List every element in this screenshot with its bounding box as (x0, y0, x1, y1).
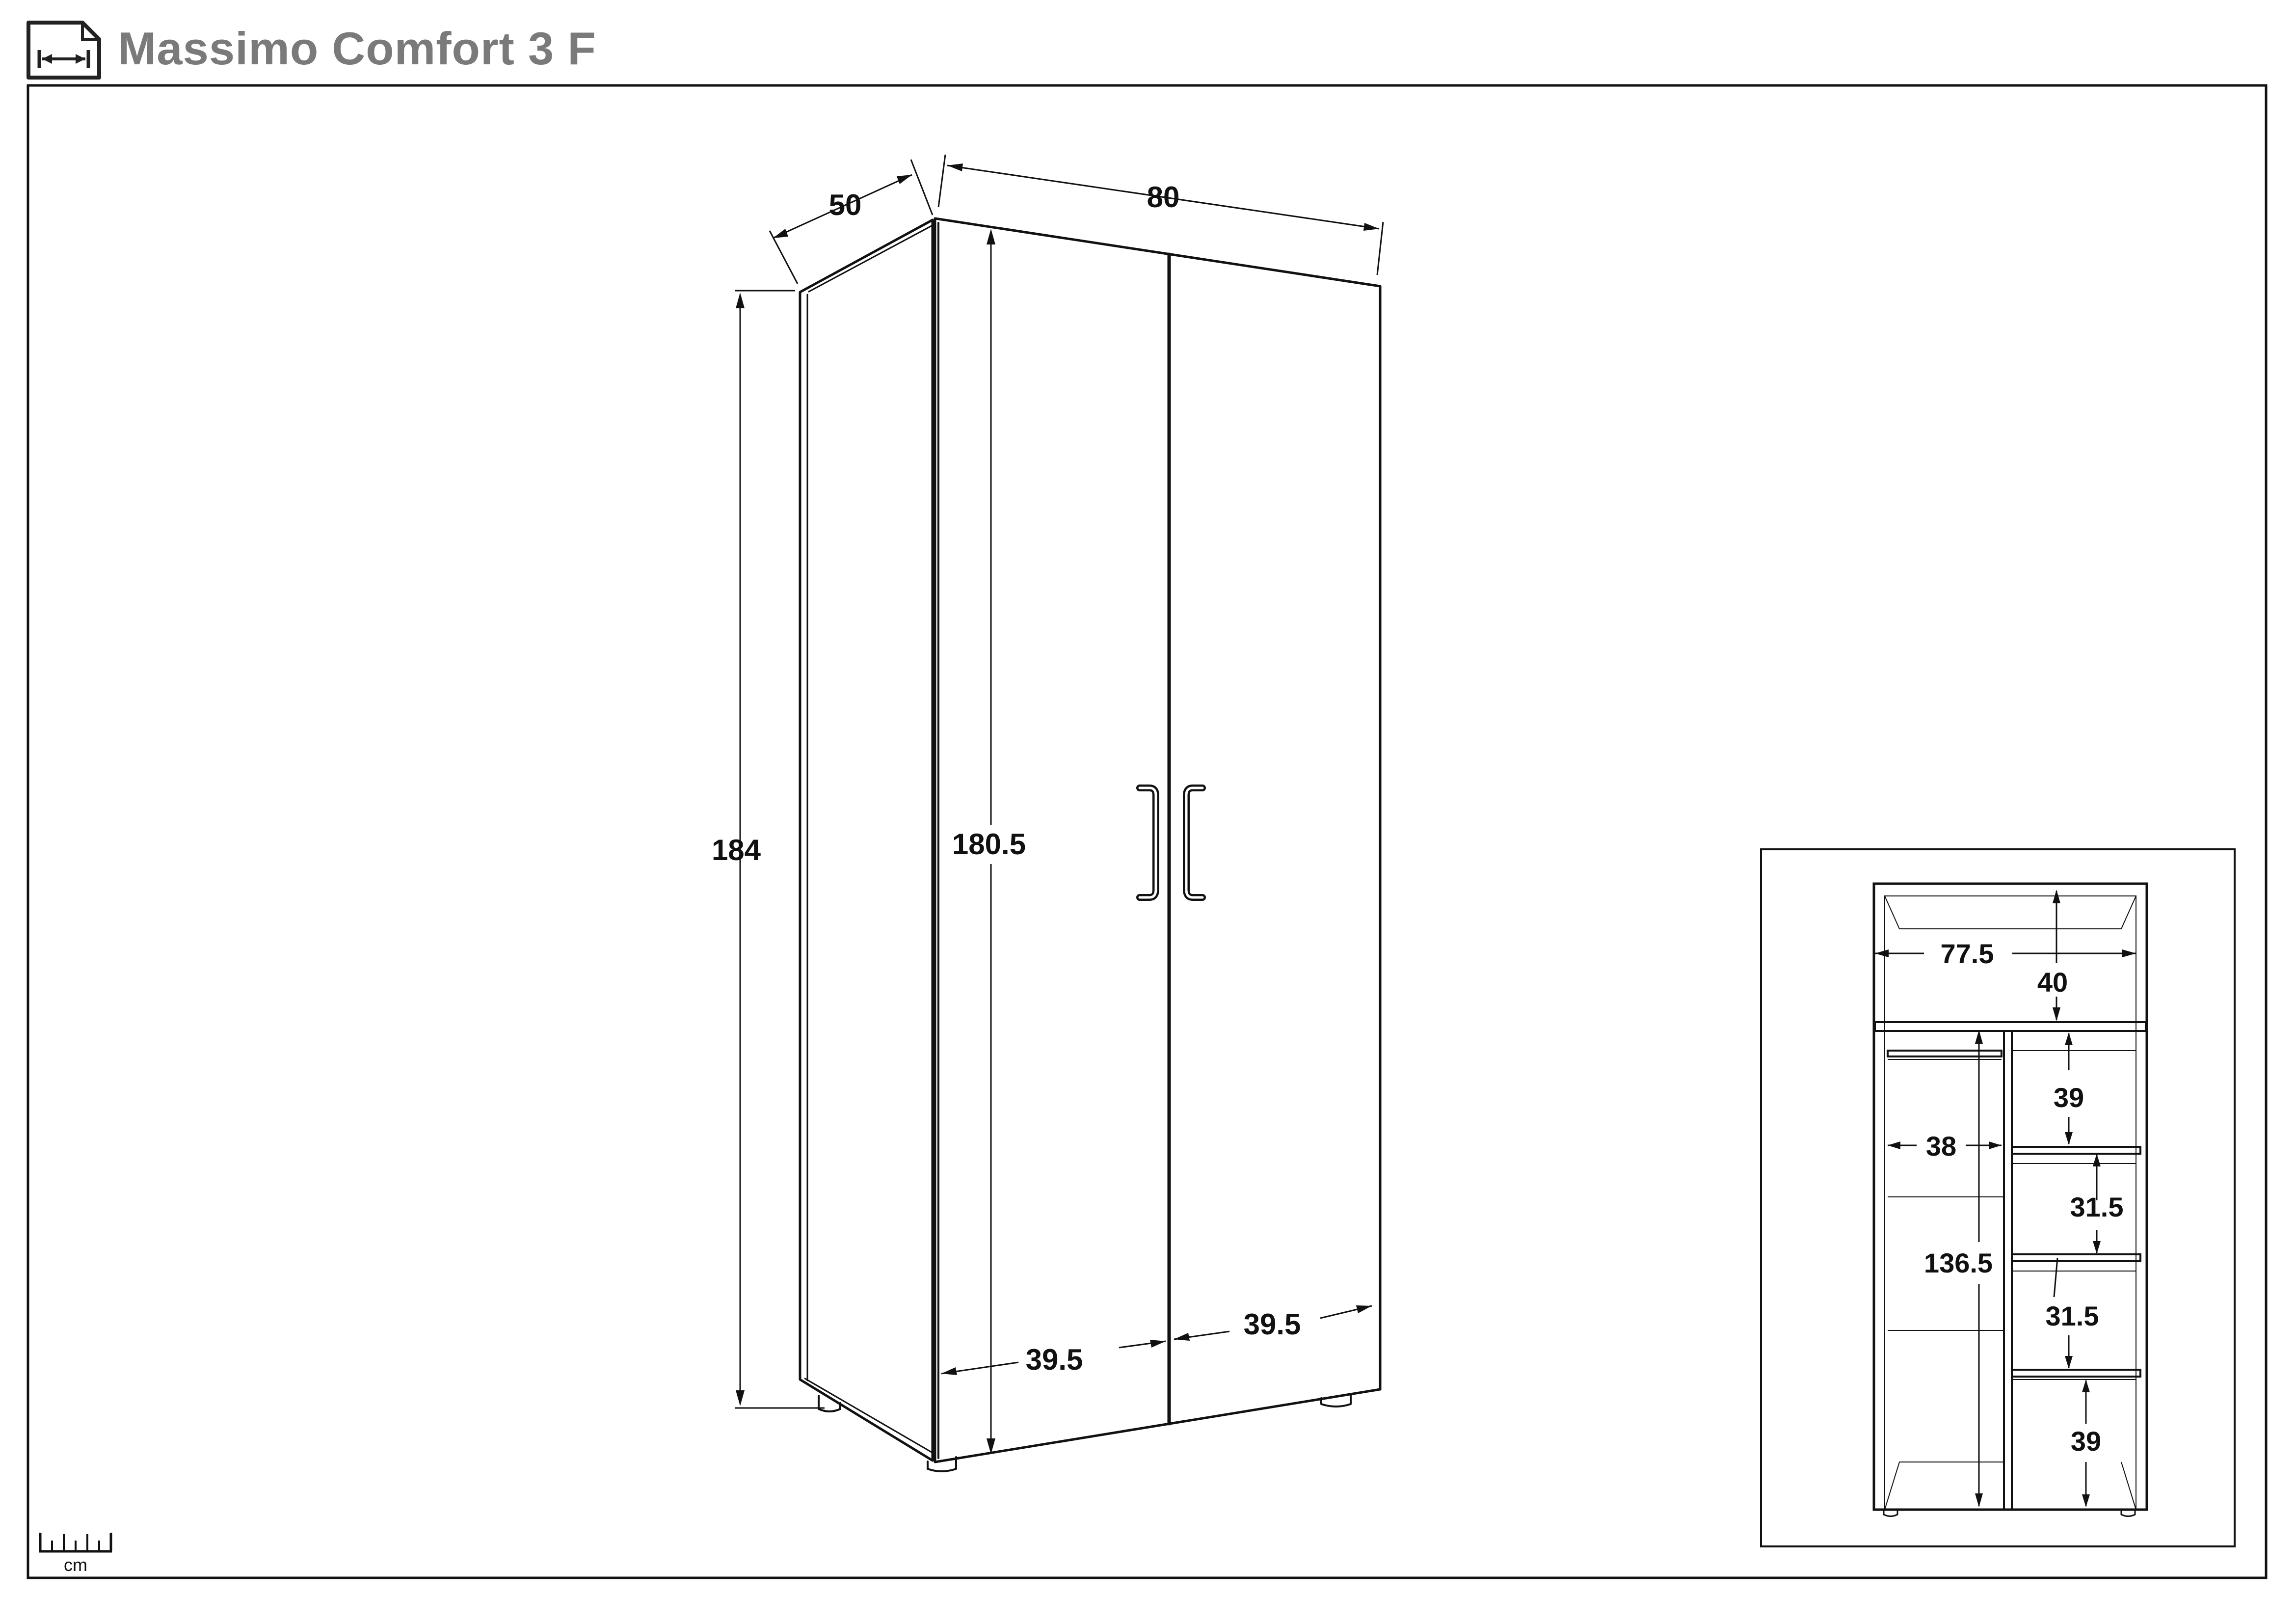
side-top-edge (808, 225, 933, 293)
shelf-1-label: 39 (2054, 1082, 2084, 1113)
left-door-width-dimension: 39.5 (941, 1340, 1166, 1376)
door-height-dimension: 180.5 (950, 229, 1033, 1454)
top-shelf (1874, 1021, 2147, 1032)
side-bottom-edge (804, 1378, 933, 1453)
foot-left (818, 1395, 841, 1412)
shelf-2-label: 31.5 (2070, 1191, 2124, 1222)
foot-front (927, 1456, 957, 1472)
shelf-4-label: 39 (2071, 1426, 2101, 1457)
top-compartment-dimension: 40 (2037, 890, 2068, 1021)
shelf-1-dimension: 39 (2054, 1032, 2084, 1145)
shelf-1 (2011, 1146, 2141, 1155)
total-height-label: 184 (712, 834, 761, 866)
door-height-label: 180.5 (952, 828, 1026, 861)
hanging-rail (1887, 1050, 2002, 1057)
left-door-handle (1136, 785, 1159, 901)
top-compartment-label: 40 (2037, 967, 2068, 998)
ruler-icon (39, 1533, 112, 1553)
depth-label: 50 (829, 189, 862, 221)
inner-width-label: 77.5 (1941, 938, 1994, 969)
shelf-2-dimension: 31.5 (2070, 1154, 2124, 1254)
hanging-width-label: 38 (1926, 1131, 1956, 1162)
main-frame (27, 84, 2268, 1579)
shelf-2 (2011, 1253, 2141, 1262)
left-door-width-label: 39.5 (1026, 1343, 1083, 1376)
wardrobe-main-view (799, 217, 1382, 1472)
header: Massimo Comfort 3 F (0, 0, 2296, 83)
right-door-handle (1183, 785, 1206, 901)
interior-inset: 77.5 40 38 136.5 (1760, 848, 2236, 1547)
scale-unit: cm (64, 1555, 87, 1575)
hanging-height-label: 136.5 (1924, 1247, 1993, 1278)
right-door-width-label: 39.5 (1244, 1308, 1301, 1341)
shelf-3-dimension: 31.5 (2046, 1257, 2099, 1369)
total-height-dimension: 184 (712, 290, 825, 1409)
right-door-width-dimension: 39.5 (1174, 1305, 1372, 1341)
shelf-3 (2011, 1369, 2141, 1378)
inset-frame (1760, 848, 2236, 1547)
front-doors (934, 217, 1382, 1463)
width-dimension-icon (27, 21, 101, 80)
inner-width-dimension: 77.5 (1875, 938, 2136, 969)
side-panel (799, 218, 934, 1462)
hanging-width-dimension: 38 (1888, 1131, 2002, 1162)
vertical-divider (2003, 1030, 2013, 1511)
width-dimension: 80 (937, 154, 1384, 275)
hanging-height-dimension: 136.5 (1917, 1030, 1999, 1507)
depth-dimension: 50 (769, 159, 934, 284)
page-title: Massimo Comfort 3 F (118, 23, 596, 74)
shelf-4-dimension: 39 (2071, 1380, 2101, 1507)
width-label: 80 (1147, 181, 1180, 214)
shelf-3-label: 31.5 (2046, 1300, 2099, 1331)
foot-right (1320, 1394, 1352, 1407)
